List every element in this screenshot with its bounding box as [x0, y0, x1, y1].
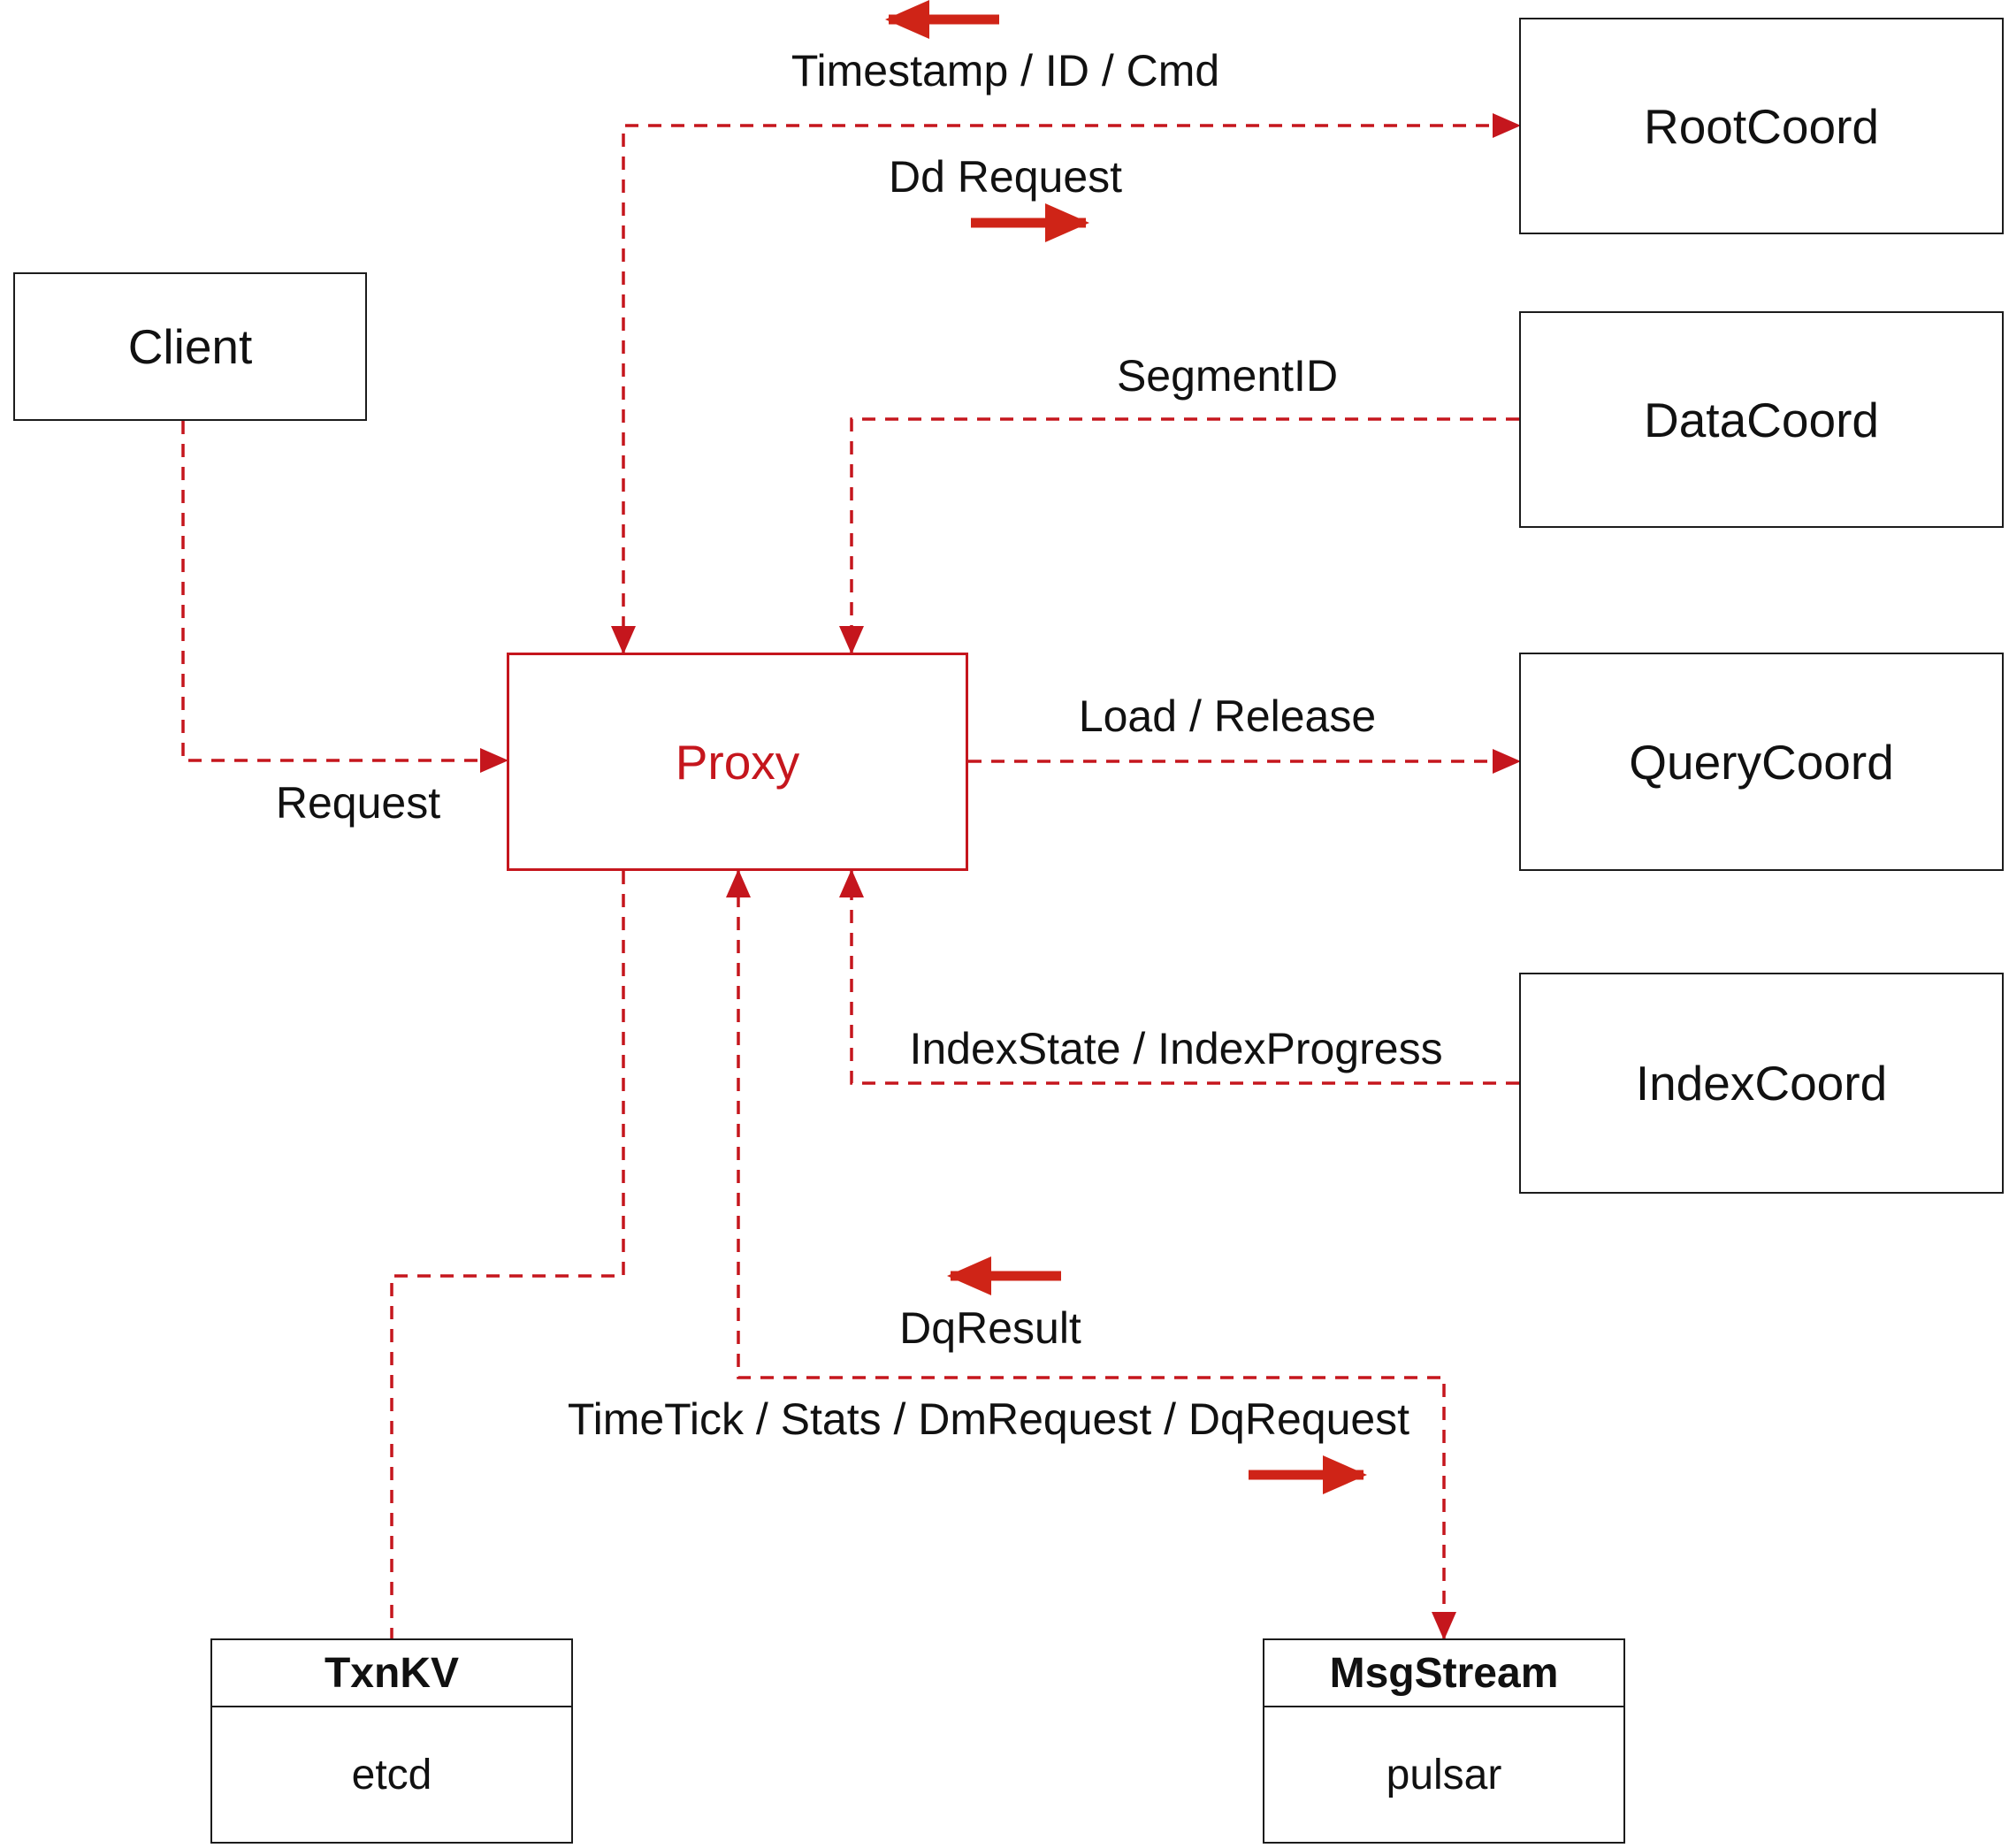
node-rootcoord-label: RootCoord — [1644, 98, 1879, 154]
edge-datacoord-proxy — [839, 417, 1519, 654]
node-indexcoord-label: IndexCoord — [1635, 1056, 1888, 1111]
edge-label-load-release: Load / Release — [1078, 691, 1377, 741]
edge-label-index-state-progress: IndexState / IndexProgress — [909, 1024, 1443, 1073]
node-msgstream-title: MsgStream — [1264, 1640, 1623, 1707]
edge-label-timestamp-id-cmd: Timestamp / ID / Cmd — [791, 46, 1220, 95]
node-datacoord-label: DataCoord — [1644, 392, 1879, 447]
edge-client-proxy — [181, 421, 508, 773]
edge-proxy-msgstream — [726, 869, 1456, 1640]
edge-label-segment-id: SegmentID — [1116, 351, 1339, 401]
node-datacoord: DataCoord — [1519, 311, 2004, 528]
node-client: Client — [13, 272, 367, 421]
node-msgstream: MsgStream pulsar — [1263, 1638, 1625, 1844]
node-indexcoord: IndexCoord — [1519, 973, 2004, 1194]
node-msgstream-subtitle: pulsar — [1386, 1751, 1502, 1798]
node-txnkv-subtitle: etcd — [351, 1751, 432, 1798]
edge-label-dq-result: DqResult — [899, 1303, 1081, 1353]
edge-label-timetick-stats: TimeTick / Stats / DmRequest / DqRequest — [567, 1394, 1410, 1444]
edge-label-request: Request — [275, 778, 441, 828]
node-rootcoord: RootCoord — [1519, 18, 2004, 234]
edge-proxy-txnkv — [390, 871, 625, 1638]
node-querycoord: QueryCoord — [1519, 653, 2004, 871]
node-client-label: Client — [127, 319, 253, 374]
node-querycoord-label: QueryCoord — [1629, 734, 1894, 790]
edge-label-dd-request: Dd Request — [888, 152, 1123, 202]
node-proxy-label: Proxy — [675, 734, 800, 790]
node-txnkv: TxnKV etcd — [210, 1638, 573, 1844]
edge-proxy-rootcoord — [611, 113, 1521, 654]
node-proxy: Proxy — [507, 653, 968, 871]
node-txnkv-title: TxnKV — [212, 1640, 571, 1707]
